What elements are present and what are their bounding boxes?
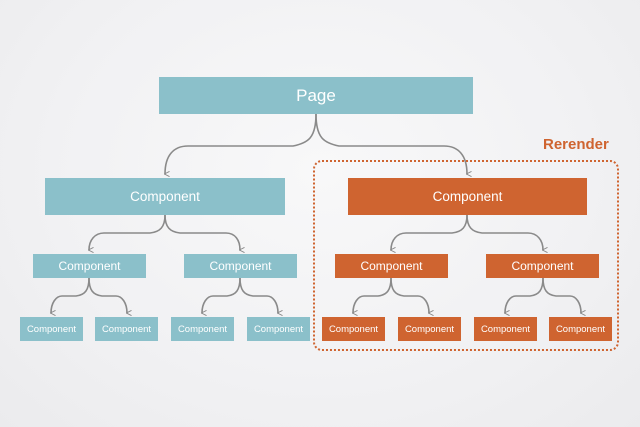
component-node-l3-7: Component bbox=[474, 317, 537, 341]
connector-l2-1a bbox=[49, 277, 90, 316]
component-node-l3-5: Component bbox=[322, 317, 385, 341]
component-node-l2-1: Component bbox=[33, 254, 146, 278]
component-node-l3-4: Component bbox=[247, 317, 310, 341]
component-node-l3-2: Component bbox=[95, 317, 158, 341]
component-node-l2-2: Component bbox=[184, 254, 297, 278]
connector-l2-1b bbox=[88, 277, 132, 316]
component-node-l3-1: Component bbox=[20, 317, 83, 341]
rerender-boundary bbox=[313, 160, 619, 351]
connector-root-right bbox=[315, 113, 472, 177]
component-node-l3-3: Component bbox=[171, 317, 234, 341]
component-node-l2-4: Component bbox=[486, 254, 599, 278]
connector-l1-right-a bbox=[389, 214, 468, 253]
connector-l1-right-b bbox=[466, 214, 548, 253]
connector-l2-2a bbox=[200, 277, 241, 316]
connector-l1-left-a bbox=[87, 214, 166, 253]
connector-l2-4b bbox=[542, 277, 586, 316]
connector-root-left bbox=[163, 113, 317, 177]
component-node-right: Component bbox=[348, 178, 587, 215]
connector-l2-4a bbox=[503, 277, 544, 316]
component-node-left: Component bbox=[45, 178, 285, 215]
connector-l2-3b bbox=[390, 277, 434, 316]
page-node: Page bbox=[159, 77, 473, 114]
component-node-l3-8: Component bbox=[549, 317, 612, 341]
component-node-l3-6: Component bbox=[398, 317, 461, 341]
connector-l2-3a bbox=[351, 277, 392, 316]
connector-l2-2b bbox=[239, 277, 283, 316]
component-node-l2-3: Component bbox=[335, 254, 448, 278]
rerender-label: Rerender bbox=[543, 136, 609, 153]
connector-l1-left-b bbox=[164, 214, 245, 253]
